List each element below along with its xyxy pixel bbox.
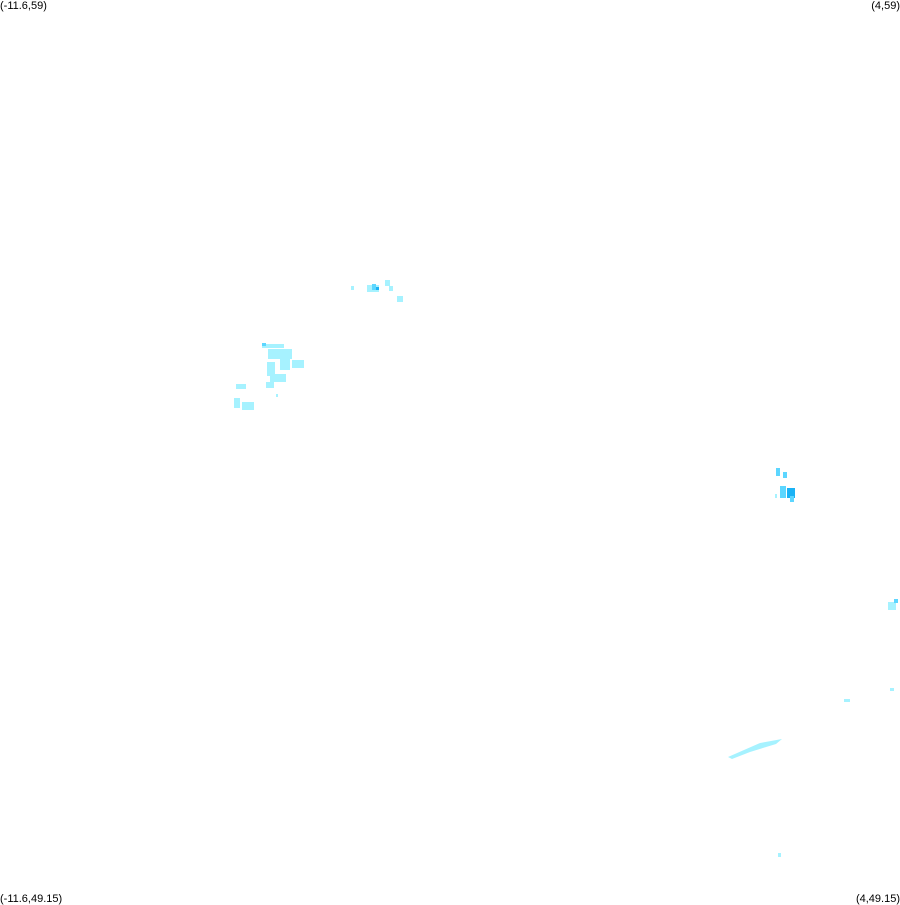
corner-label-bottom-right: (4,49.15): [855, 893, 900, 905]
echo-cluster-southeast: [778, 599, 898, 857]
echo-band-south: [728, 739, 782, 759]
echo-cluster-north: [351, 280, 403, 302]
precipitation-echoes: [234, 280, 898, 857]
echo-cluster-west: [234, 343, 304, 410]
corner-label-top-right: (4,59): [871, 0, 900, 12]
corner-label-top-left: (-11.6,59): [0, 0, 47, 12]
corner-label-bottom-left: (-11.6,49.15): [0, 893, 63, 905]
echo-cluster-east: [775, 468, 795, 502]
